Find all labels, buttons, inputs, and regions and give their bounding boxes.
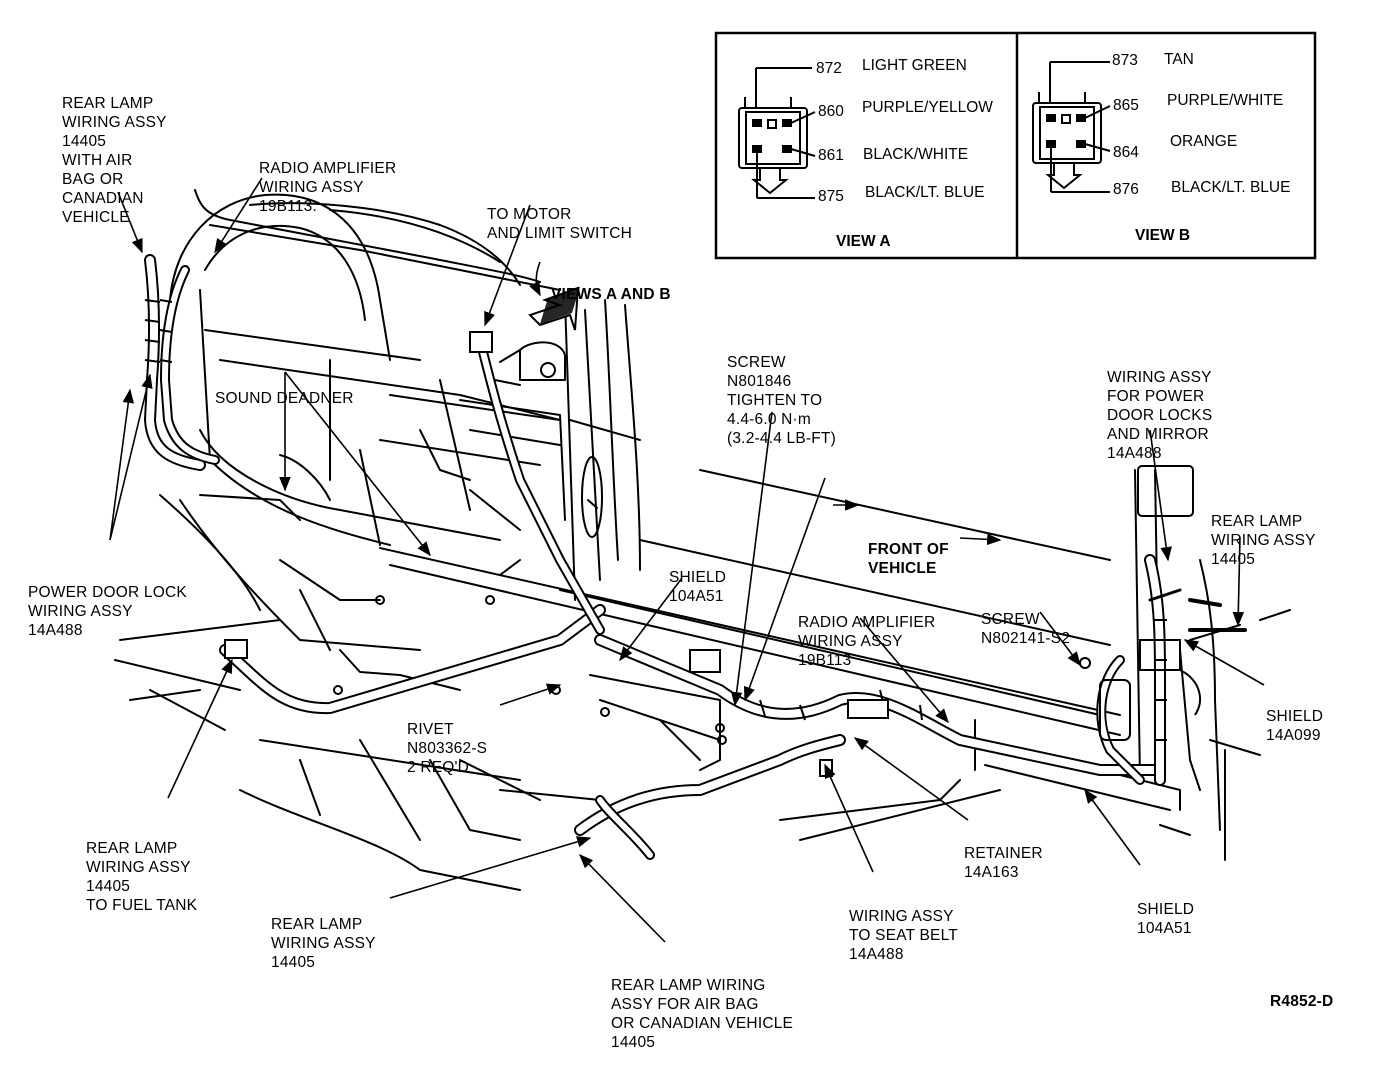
- view-b-title: VIEW B: [1135, 227, 1191, 244]
- view-a-title: VIEW A: [836, 233, 891, 250]
- connector-views-box: [714, 31, 1317, 260]
- view-b-pin-876-circuit: 876: [1113, 181, 1139, 198]
- view-b-pin-865-color: PURPLE/WHITE: [1167, 92, 1284, 109]
- view-a-connector-icon: [738, 67, 816, 199]
- view-b-connector-icon: [1032, 61, 1111, 193]
- vehicle-body-outline: [114, 189, 1291, 891]
- callout-sound-deadner: SOUND DEADNER: [215, 390, 354, 407]
- view-a-pin-875-color: BLACK/LT. BLUE: [865, 184, 985, 201]
- components: [224, 331, 1201, 777]
- wiring-diagram: [109, 31, 1317, 943]
- callout-views-a-b: VIEWS A AND B: [551, 286, 671, 303]
- view-a-pin-872-circuit: 872: [816, 60, 842, 77]
- view-a-pin-872-color: LIGHT GREEN: [862, 57, 967, 74]
- view-a-pin-861-circuit: 861: [818, 147, 844, 164]
- view-a-pin-860-circuit: 860: [818, 103, 844, 120]
- leader-lines: [109, 177, 1265, 943]
- view-a-pin-875-circuit: 875: [818, 188, 844, 205]
- view-b-pin-876-color: BLACK/LT. BLUE: [1171, 179, 1291, 196]
- view-b-pin-865-circuit: 865: [1113, 97, 1139, 114]
- view-a-pin-861-color: BLACK/WHITE: [863, 146, 969, 163]
- view-b-pin-873-circuit: 873: [1112, 52, 1138, 69]
- view-b-pin-864-circuit: 864: [1113, 144, 1139, 161]
- figure-code: R4852-D: [1270, 993, 1334, 1010]
- view-a-pin-860-color: PURPLE/YELLOW: [862, 99, 993, 116]
- views-arrow-icon: [528, 286, 580, 331]
- view-b-pin-864-color: ORANGE: [1170, 133, 1238, 150]
- view-b-pin-873-color: TAN: [1164, 51, 1194, 68]
- harness-tape-marks: [144, 299, 1167, 741]
